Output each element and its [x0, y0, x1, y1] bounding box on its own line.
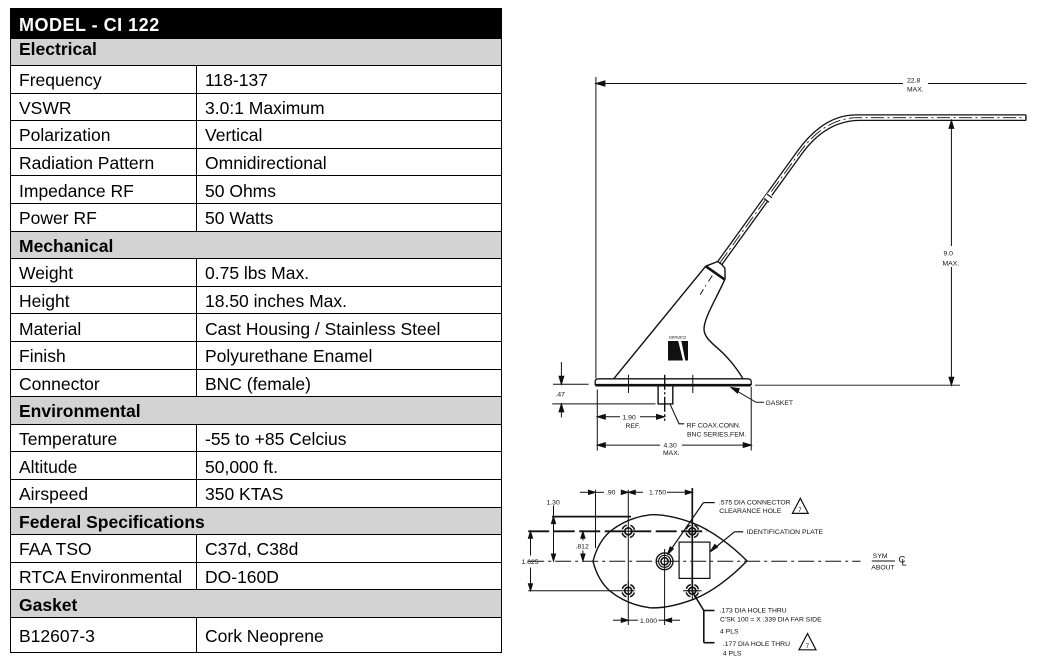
- svg-text:CLEARANCE HOLE: CLEARANCE HOLE: [719, 508, 781, 515]
- svg-text:1.000: 1.000: [640, 618, 657, 625]
- svg-text:MAX.: MAX.: [663, 450, 680, 457]
- svg-text:MAX.: MAX.: [907, 87, 924, 94]
- svg-text:REF.: REF.: [626, 423, 641, 430]
- svg-text:GASKET: GASKET: [766, 400, 794, 407]
- svg-text:.90: .90: [606, 490, 616, 497]
- svg-text:ABOUT: ABOUT: [871, 565, 894, 572]
- svg-text:.177 DIA HOLE THRU: .177 DIA HOLE THRU: [723, 641, 790, 648]
- svg-text:.575 DIA CONNECTOR: .575 DIA CONNECTOR: [719, 500, 791, 507]
- svg-text:.812: .812: [576, 543, 589, 550]
- svg-text:IDENTIFICATION PLATE: IDENTIFICATION PLATE: [747, 529, 824, 536]
- svg-text:4 PLS: 4 PLS: [723, 651, 742, 658]
- svg-text:22.8: 22.8: [907, 78, 920, 85]
- svg-text:RF COAX.CONN.: RF COAX.CONN.: [687, 423, 741, 430]
- svg-text:1.625: 1.625: [522, 559, 539, 566]
- svg-text:Comant: Comant: [669, 334, 686, 340]
- svg-text:9.0: 9.0: [944, 251, 954, 258]
- svg-text:MAX.: MAX.: [943, 260, 960, 267]
- svg-text:1.30: 1.30: [547, 499, 560, 506]
- svg-text:1.90: 1.90: [623, 415, 636, 422]
- svg-text:L: L: [902, 558, 907, 569]
- svg-text:.47: .47: [556, 392, 566, 399]
- svg-text:7: 7: [798, 508, 802, 514]
- svg-text:BNC SERIES,FEM.: BNC SERIES,FEM.: [687, 431, 746, 438]
- svg-text:.173 DIA HOLE THRU: .173 DIA HOLE THRU: [720, 607, 787, 614]
- svg-text:C'SK 100 = X .339 DIA FAR SIDE: C'SK 100 = X .339 DIA FAR SIDE: [720, 617, 822, 624]
- svg-text:1.750: 1.750: [649, 490, 666, 497]
- svg-text:SYM: SYM: [873, 553, 888, 560]
- svg-text:4.30: 4.30: [664, 442, 677, 449]
- svg-text:C: C: [899, 555, 906, 566]
- svg-text:4 PLS: 4 PLS: [720, 628, 739, 635]
- svg-text:7: 7: [806, 644, 810, 650]
